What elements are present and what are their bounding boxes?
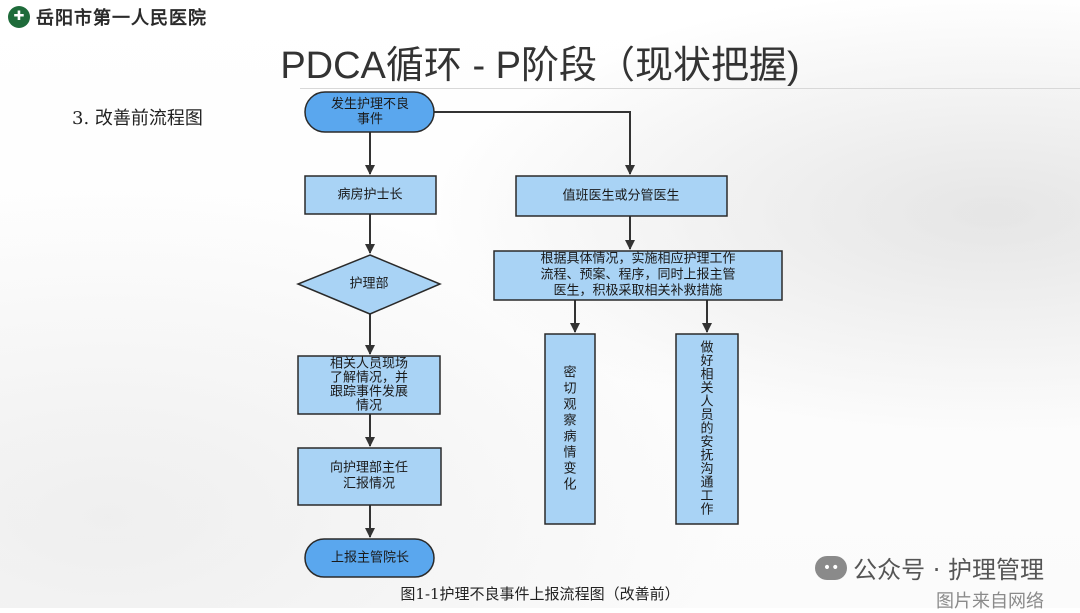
node-text-line: 通 [700, 476, 713, 491]
node-text-line: 发生护理不良 [331, 96, 409, 112]
node-report-director-text: 向护理部主任汇报情况 [330, 460, 408, 492]
node-text-line: 病房护士长 [337, 187, 402, 203]
edge-start-to-doctor [434, 111, 635, 175]
node-text-line: 安 [700, 435, 713, 450]
node-comfort-text: 做好相关人员的安抚沟通工作 [700, 341, 713, 518]
node-text-line: 做 [700, 341, 713, 356]
node-measures-shape [493, 250, 783, 301]
node-text-line: 病 [563, 430, 576, 445]
node-report-director-shape [297, 447, 442, 506]
node-text-line: 的 [700, 421, 713, 437]
node-start-text: 发生护理不良事件 [331, 96, 409, 127]
node-comfort-shape [675, 333, 739, 525]
watermark-source: 图片来自网络 [936, 591, 1044, 612]
hospital-name: 岳阳市第一人民医院 [36, 8, 207, 29]
watermark: •• 公众号 · 护理管理 图片来自网络 [815, 550, 1044, 613]
node-start-shape [304, 91, 435, 133]
node-observe-text: 密切观察病情变化 [563, 365, 576, 493]
slide-title: PDCA循环 - P阶段（现状把握) [280, 45, 800, 87]
node-text-line: 医生，积极采取相关补救措施 [553, 283, 722, 299]
node-end-shape [304, 538, 435, 578]
node-observe-shape [544, 333, 596, 525]
node-site-staff-shape [297, 355, 441, 415]
node-text-line: 护理部 [349, 277, 388, 292]
node-text-line: 事件 [357, 112, 383, 127]
node-text-line: 跟踪事件发展 [330, 384, 408, 400]
node-end-text: 上报主管院长 [331, 551, 409, 566]
node-text-line: 沟 [700, 462, 713, 477]
figure-caption: 图1-1护理不良事件上报流程图（改善前） [400, 585, 680, 603]
node-text-line: 流程、预案、程序，同时上报主管 [540, 268, 735, 283]
node-head-nurse-text: 病房护士长 [337, 187, 402, 203]
node-text-line: 情 [563, 446, 576, 461]
node-text-line: 化 [563, 478, 576, 493]
node-nursing-dept-shape [296, 254, 442, 315]
node-text-line: 根据具体情况，实施相应护理工作 [540, 251, 735, 267]
hospital-emblem-icon: ✚ [8, 6, 30, 28]
node-text-line: 情况 [356, 399, 382, 414]
node-text-line: 察 [563, 414, 576, 429]
node-text-line: 了解情况，并 [330, 371, 408, 386]
node-measures-text: 根据具体情况，实施相应护理工作流程、预案、程序，同时上报主管医生，积极采取相关补… [540, 251, 735, 299]
wechat-icon: •• [815, 555, 848, 580]
hospital-logo: ✚ 岳阳市第一人民医院 [8, 4, 207, 30]
node-text-line: 关 [700, 381, 713, 396]
node-text-line: 相关人员现场 [330, 357, 408, 372]
node-text-line: 汇报情况 [343, 477, 395, 492]
watermark-account: 公众号 · 护理管理 [853, 556, 1044, 584]
node-nursing-dept-text: 护理部 [349, 277, 388, 292]
node-doctor-shape [515, 175, 728, 217]
node-head-nurse-shape [304, 175, 437, 215]
node-site-staff-text: 相关人员现场了解情况，并跟踪事件发展情况 [330, 357, 408, 414]
node-text-line: 抚 [700, 449, 713, 464]
title-divider [300, 88, 1080, 89]
node-text-line: 向护理部主任 [330, 460, 408, 476]
node-text-line: 切 [563, 382, 576, 397]
node-text-line: 员 [700, 408, 713, 423]
node-text-line: 好 [700, 354, 713, 369]
node-text-line: 观 [563, 398, 576, 413]
node-text-line: 值班医生或分管医生 [562, 188, 679, 204]
section-label: 3. 改善前流程图 [72, 108, 203, 129]
node-text-line: 变 [563, 461, 576, 477]
node-text-line: 上报主管院长 [331, 551, 409, 566]
flow-edges [365, 111, 712, 538]
node-text-line: 工 [700, 489, 713, 504]
node-text-line: 相 [700, 368, 713, 383]
node-text-line: 作 [700, 503, 713, 518]
node-text-line: 密 [563, 365, 576, 381]
node-text-line: 人 [700, 395, 713, 410]
node-doctor-text: 值班医生或分管医生 [562, 188, 679, 204]
